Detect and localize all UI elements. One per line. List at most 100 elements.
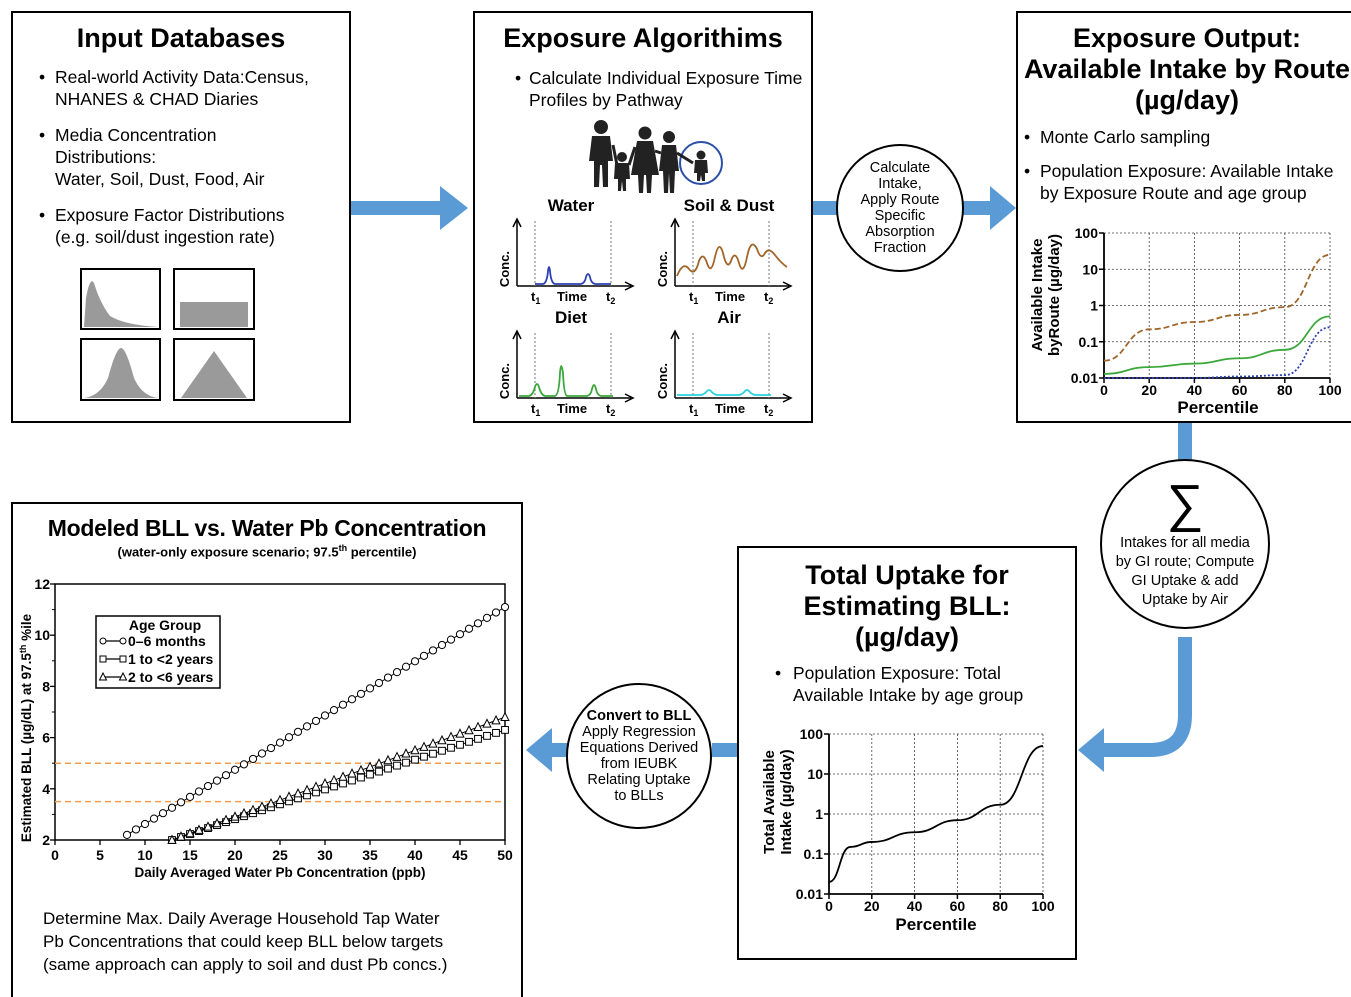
circle-marker <box>149 814 159 823</box>
circle-marker <box>464 624 474 633</box>
triangle-marker <box>383 754 393 765</box>
exposure-algorithms-panel: Exposure Algorithims • Calculate Individ… <box>473 11 813 423</box>
x-tick-label: 80 <box>992 898 1008 914</box>
soil-dust-xlabel: Time <box>715 289 745 304</box>
skewed-distribution-icon <box>80 268 161 330</box>
triangle-marker <box>203 821 213 831</box>
arrow-total-to-bll <box>712 743 738 757</box>
circle-marker <box>248 754 258 764</box>
series-line <box>171 716 506 841</box>
air-title: Air <box>717 308 741 327</box>
circle-line: Apply Route <box>860 192 940 208</box>
square-marker <box>402 758 410 767</box>
chart-xlabel: Percentile <box>1177 398 1258 417</box>
bll-xlabel: Daily Averaged Water Pb Concentration (p… <box>134 865 425 880</box>
bullet-text: Calculate Individual Exposure Time Profi… <box>529 68 803 110</box>
bullet-media-line1: Media Concentration <box>55 125 217 145</box>
circle-marker <box>99 637 107 645</box>
triangle-marker <box>374 758 384 768</box>
triangle-marker <box>311 781 321 791</box>
x-tick-label: 25 <box>272 847 288 863</box>
y-tick-label: 10 <box>1082 261 1098 277</box>
square-marker <box>393 761 401 770</box>
title-line: (µg/day) <box>1134 85 1240 115</box>
triangle-marker <box>248 804 258 815</box>
square-marker <box>339 779 347 788</box>
circle-marker <box>311 716 321 726</box>
x-tick-label: 45 <box>452 847 468 863</box>
triangle-marker <box>275 794 285 805</box>
water-t2: t2 <box>606 289 615 306</box>
input-databases-bullets: Real-world Activity Data:Census, NHANES … <box>33 66 323 248</box>
circle-marker <box>293 727 303 736</box>
x-tick-label: 0 <box>51 847 59 863</box>
x-tick-label: 40 <box>1187 382 1203 398</box>
circle-marker <box>428 646 438 655</box>
triangle-marker <box>401 748 411 758</box>
square-marker <box>465 737 473 746</box>
triangle-marker <box>329 774 339 785</box>
square-marker <box>456 740 464 749</box>
x-tick-label: 20 <box>1141 382 1157 398</box>
series-line <box>1103 253 1331 362</box>
calculate-intake-circle: Calculate Intake, Apply Route Specific A… <box>836 144 964 272</box>
footer-line: Determine Max. Daily Average Household T… <box>43 909 440 928</box>
triangle-marker <box>257 801 267 811</box>
square-marker <box>474 734 482 743</box>
circle-line: by GI route; Compute <box>1115 554 1255 570</box>
y-tick-label: 10 <box>34 627 50 643</box>
square-marker <box>420 752 428 761</box>
circle-marker <box>365 684 375 693</box>
circle-marker <box>329 706 339 715</box>
square-marker <box>348 776 356 785</box>
water-t1: t1 <box>531 289 540 306</box>
arrow-algorithms-to-circle <box>812 201 837 215</box>
bll-series-circle <box>122 602 510 839</box>
modeled-bll-title: Modeled BLL vs. Water Pb Concentration <box>47 515 487 541</box>
y-tick-label: 0.01 <box>796 886 823 902</box>
triangle-marker <box>176 831 186 841</box>
bullet-text: Population Exposure: Total Available Int… <box>793 663 1024 705</box>
title-line: Total Uptake for <box>805 560 1009 590</box>
circle-title: Convert to BLL <box>586 708 692 724</box>
triangle-marker <box>419 741 429 751</box>
input-databases-panel: Input Databases Real-world Activity Data… <box>11 11 351 423</box>
diet-t1: t1 <box>531 401 540 418</box>
x-tick-label: 40 <box>907 898 923 914</box>
circle-line: GI Uptake & add <box>1131 573 1239 589</box>
x-tick-label: 100 <box>1031 898 1055 914</box>
circle-line: to BLLs <box>614 788 664 804</box>
circle-marker <box>119 637 127 645</box>
circle-marker <box>347 695 357 704</box>
air-ylabel: Conc. <box>655 363 670 399</box>
circle-marker <box>455 630 465 639</box>
triangle-marker <box>221 814 231 824</box>
water-title: Water <box>548 196 595 215</box>
arrow-bll-to-modeled <box>526 728 568 772</box>
legend-label: 0–6 months <box>128 633 206 649</box>
triangle-marker <box>302 784 312 795</box>
triangle-marker <box>167 834 177 844</box>
arrow-output-to-sum <box>1178 423 1192 463</box>
soil-dust-title: Soil & Dust <box>684 196 775 215</box>
circle-marker <box>356 689 366 698</box>
title-line: Estimating BLL: <box>803 591 1011 621</box>
circle-marker <box>275 738 285 747</box>
square-marker <box>357 773 365 782</box>
triangle-marker <box>239 807 249 818</box>
chart-ylabel-line1: Available Intake <box>1029 239 1046 352</box>
arrow-sum-to-total <box>1078 637 1192 772</box>
triangle-marker <box>482 718 492 728</box>
x-tick-label: 60 <box>1232 382 1248 398</box>
legend-title: Age Group <box>129 617 201 633</box>
series-line <box>828 745 1044 883</box>
y-tick-label: 2 <box>42 832 50 848</box>
triangle-marker <box>356 764 366 775</box>
air-panel: Air Conc. t1 Time t2 <box>655 308 793 418</box>
circle-marker <box>482 613 492 622</box>
triangle-marker <box>410 744 420 755</box>
triangle-marker <box>266 797 276 808</box>
bullet-dot: • <box>515 68 522 88</box>
square-marker <box>438 746 446 755</box>
